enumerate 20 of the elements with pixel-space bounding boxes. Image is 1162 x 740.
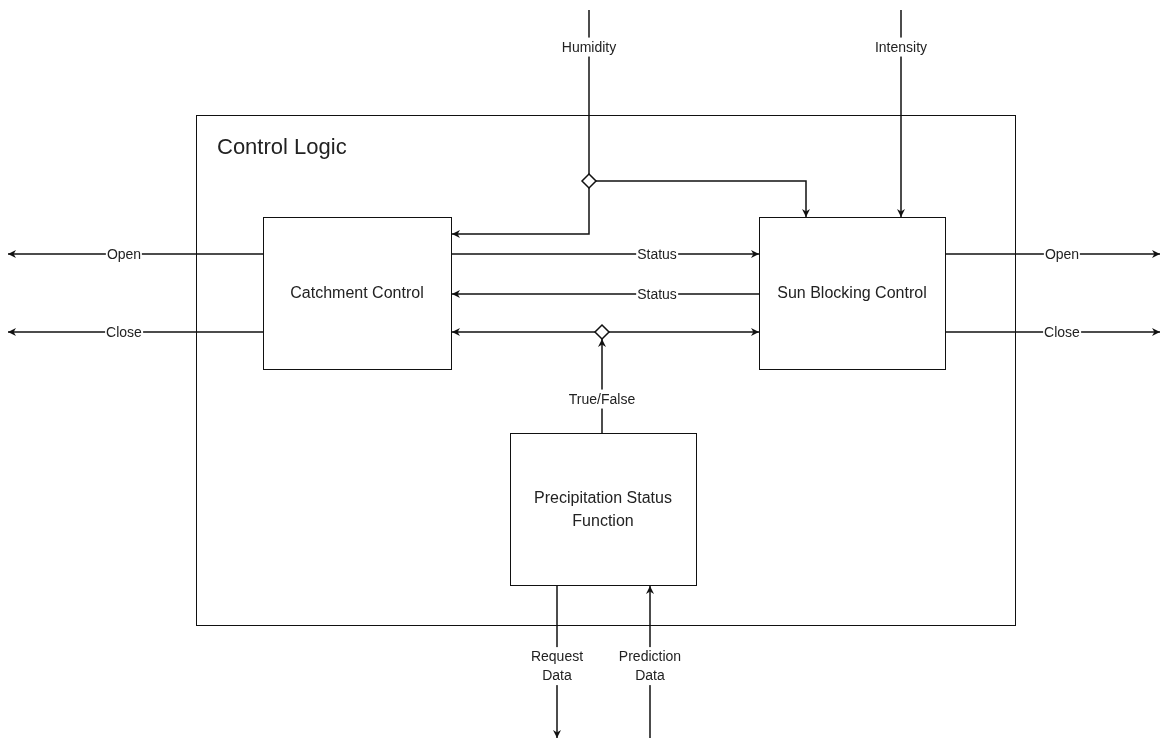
process-box: Sun Blocking Control (758, 216, 946, 370)
arrow (7, 250, 264, 258)
process-box: Catchment Control (262, 216, 452, 370)
edge-label: Humidity (560, 37, 618, 57)
arrow (451, 328, 596, 336)
arrow (608, 328, 760, 336)
arrow (451, 187, 590, 238)
group-frame (196, 115, 1016, 626)
group-title: Control Logic (217, 134, 347, 160)
arrow (897, 9, 905, 218)
arrow (595, 180, 810, 218)
junction-diamond (581, 173, 596, 188)
edge-label: True/False (567, 389, 637, 409)
arrow (7, 328, 264, 336)
arrow (945, 250, 1161, 258)
junction-diamond (594, 324, 609, 339)
arrow (451, 250, 760, 258)
process-box: Precipitation Status Function (509, 432, 697, 586)
arrow (451, 290, 760, 298)
edge-label: Intensity (873, 37, 929, 57)
